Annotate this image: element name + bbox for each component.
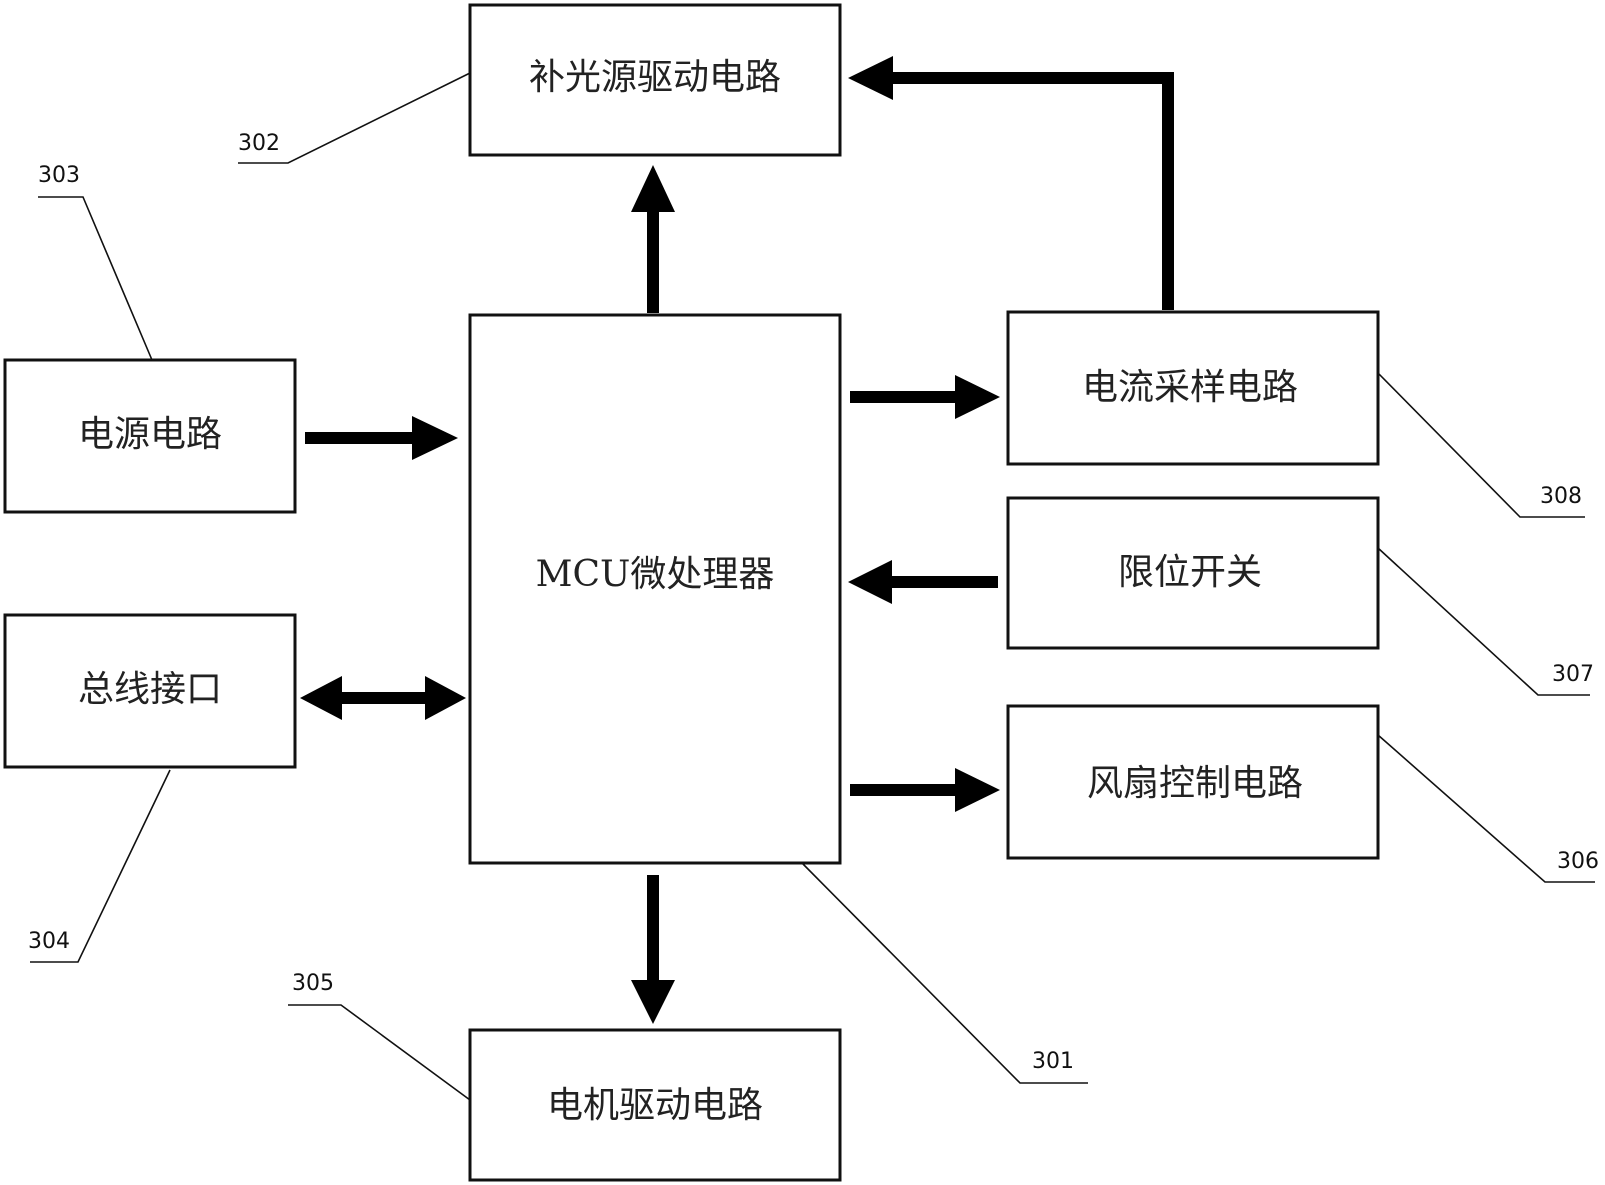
arrow-bus-mcu-bidirectional <box>300 676 466 720</box>
box-current-sampling: 电流采样电路 <box>1006 310 1380 466</box>
box-label: 总线接口 <box>78 669 222 710</box>
arrow-current-sampling-to-fill-light-driver <box>848 56 1174 310</box>
ref-306: 306 <box>1377 734 1599 883</box>
ref-305: 305 <box>288 971 471 1101</box>
arrow-mcu-to-fill-light-driver <box>631 165 675 313</box>
box-label: 补光源驱动电路 <box>529 57 781 98</box>
ref-number: 301 <box>1032 1049 1074 1074</box>
box-label: 风扇控制电路 <box>1087 763 1303 804</box>
ref-number: 303 <box>38 163 80 188</box>
box-label: 电机驱动电路 <box>547 1085 763 1126</box>
box-mcu: MCU微处理器 <box>468 313 842 865</box>
arrow-mcu-to-current-sampling <box>850 375 1000 419</box>
box-fan-control: 风扇控制电路 <box>1006 704 1380 860</box>
ref-307: 307 <box>1377 547 1594 696</box>
arrow-power-to-mcu <box>305 416 458 460</box>
ref-number: 308 <box>1540 484 1582 509</box>
arrow-mcu-to-fan-control <box>850 768 1000 812</box>
ref-number: 307 <box>1552 662 1594 687</box>
box-fill-light-driver: 补光源驱动电路 <box>468 3 842 157</box>
ref-301: 301 <box>801 862 1088 1084</box>
box-label: 限位开关 <box>1118 552 1262 593</box>
ref-number: 304 <box>28 929 70 954</box>
ref-302: 302 <box>238 72 471 164</box>
box-label: 电流采样电路 <box>1082 367 1298 408</box>
ref-number: 302 <box>238 131 280 156</box>
box-label: MCU微处理器 <box>536 554 775 595</box>
box-label: 电源电路 <box>78 414 222 455</box>
arrow-limit-switch-to-mcu <box>848 560 998 604</box>
box-motor-driver: 电机驱动电路 <box>468 1028 842 1182</box>
box-bus-interface: 总线接口 <box>3 613 297 769</box>
ref-number: 305 <box>292 971 334 996</box>
ref-303: 303 <box>38 163 153 361</box>
ref-number: 306 <box>1557 849 1599 874</box>
box-limit-switch: 限位开关 <box>1006 496 1380 650</box>
ref-304: 304 <box>28 769 171 963</box>
ref-308: 308 <box>1377 372 1585 518</box>
arrow-mcu-to-motor-driver <box>631 875 675 1024</box>
box-power: 电源电路 <box>3 358 297 514</box>
